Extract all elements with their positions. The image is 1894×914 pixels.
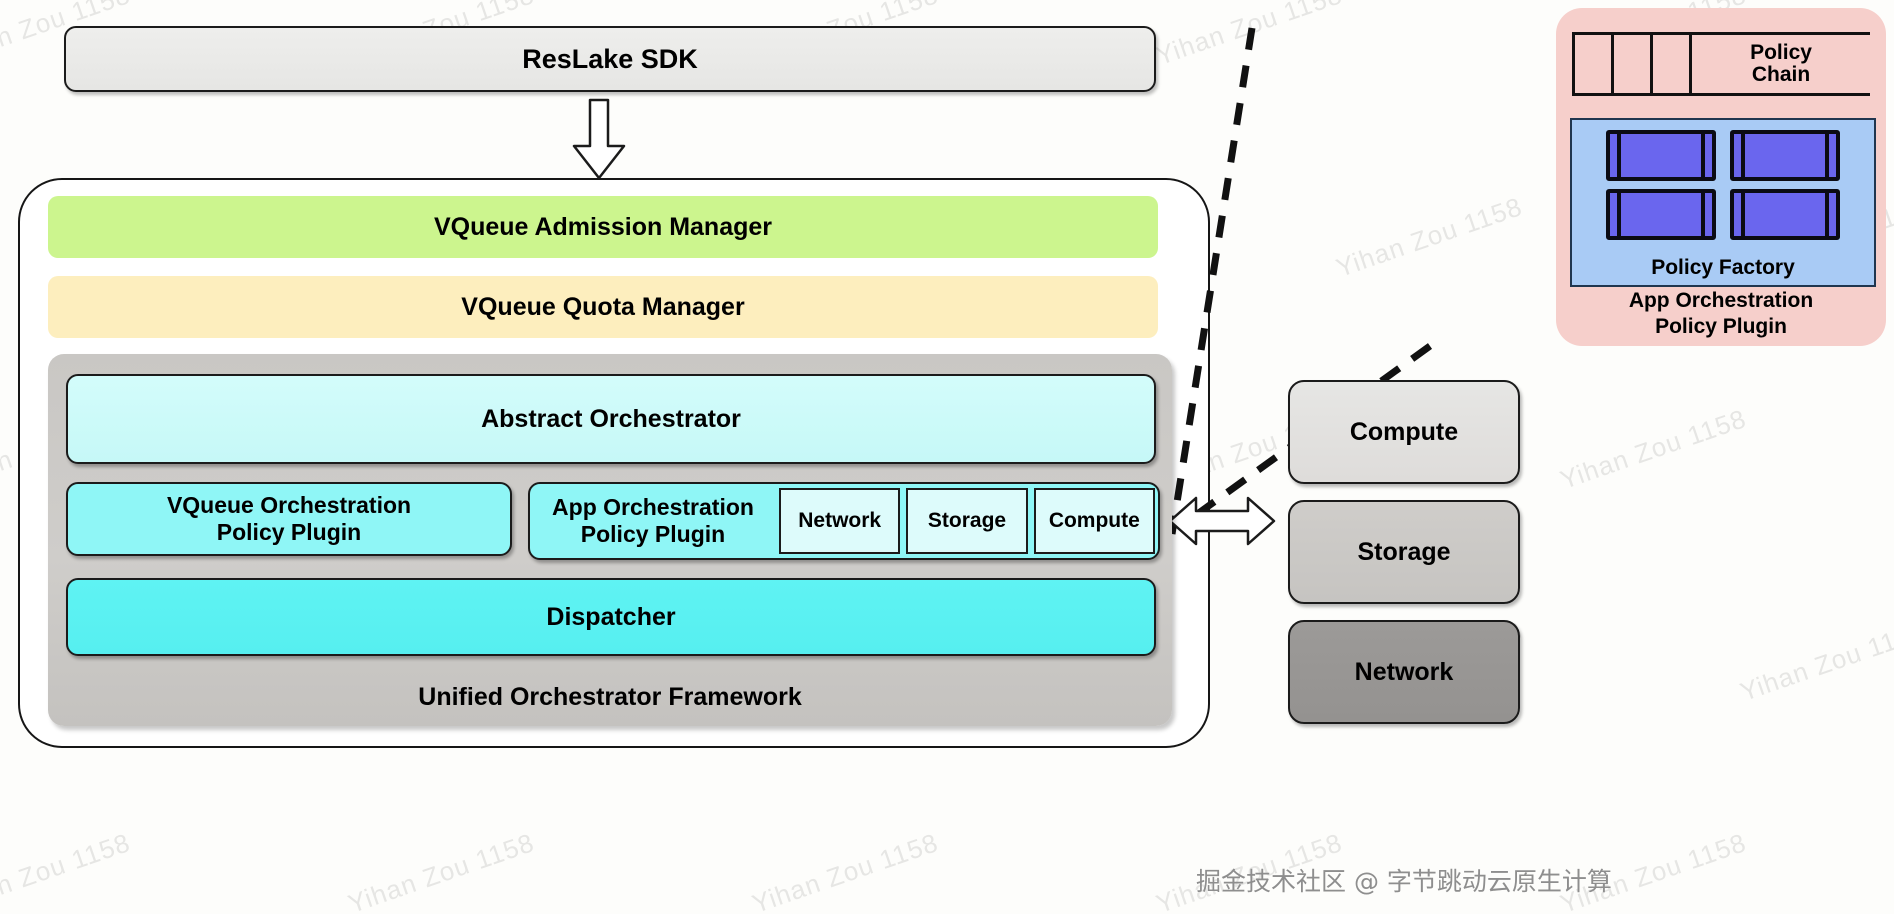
callout-caption-line2: Policy Plugin bbox=[1655, 314, 1787, 338]
app-plugin-line1: App Orchestration bbox=[552, 493, 754, 520]
downward-block-arrow-icon bbox=[572, 98, 626, 180]
policy-factory-block-grid bbox=[1572, 130, 1874, 240]
resource-label-storage: Storage bbox=[1357, 537, 1451, 566]
vqueue-quota-manager-label: VQueue Quota Manager bbox=[461, 292, 745, 321]
unified-orchestrator-framework-label: Unified Orchestrator Framework bbox=[418, 683, 802, 711]
watermark-tile: Yihan Zou 1158 bbox=[344, 827, 539, 914]
dispatcher-box: Dispatcher bbox=[66, 578, 1156, 656]
policy-block-4 bbox=[1730, 189, 1840, 240]
vqueue-orchestration-policy-plugin-box: VQueue Orchestration Policy Plugin bbox=[66, 482, 512, 556]
policy-factory-label: Policy Factory bbox=[1651, 256, 1795, 279]
watermark-tile: Yihan Zou 1158 bbox=[748, 827, 943, 914]
app-plugin-line2: Policy Plugin bbox=[580, 521, 726, 547]
dispatcher-label: Dispatcher bbox=[546, 602, 676, 631]
watermark-tile: Yihan Zou 1158 bbox=[1152, 0, 1347, 71]
policy-chain-line1: Policy bbox=[1750, 40, 1812, 64]
policy-block-2 bbox=[1730, 130, 1840, 181]
abstract-orchestrator-box: Abstract Orchestrator bbox=[66, 374, 1156, 464]
vqueue-plugin-line2: Policy Plugin bbox=[216, 519, 362, 545]
callout-caption-line1: App Orchestration bbox=[1628, 289, 1814, 312]
abstract-orchestrator-label: Abstract Orchestrator bbox=[481, 404, 741, 433]
callout-caption: App Orchestration Policy Plugin bbox=[1556, 288, 1886, 339]
policy-chain-cell-1 bbox=[1572, 35, 1614, 93]
resource-label-compute: Compute bbox=[1349, 417, 1459, 446]
watermark-tile: Yihan Zou 1158 bbox=[1332, 191, 1527, 283]
vqueue-admission-manager-label: VQueue Admission Manager bbox=[433, 212, 773, 241]
resource-box-storage: Storage bbox=[1288, 500, 1520, 604]
plugin-cell-compute: Compute bbox=[1033, 488, 1155, 554]
vqueue-orchestration-policy-plugin-label: VQueue Orchestration Policy Plugin bbox=[167, 492, 411, 546]
policy-block-3 bbox=[1606, 189, 1716, 240]
policy-block-1 bbox=[1606, 130, 1716, 181]
policy-factory-box: Policy Factory bbox=[1570, 118, 1876, 287]
app-orchestration-policy-plugin-callout: Policy Chain Policy Factory App Orchestr… bbox=[1556, 8, 1886, 346]
watermark-tile: Yihan Zou 1158 bbox=[1556, 403, 1751, 495]
policy-chain-cell-3 bbox=[1653, 35, 1692, 93]
policy-chain-line2: Chain bbox=[1751, 63, 1811, 86]
reslake-sdk-box: ResLake SDK bbox=[64, 26, 1156, 92]
plugin-cell-network: Network bbox=[779, 488, 901, 554]
policy-chain-cell-2 bbox=[1614, 35, 1653, 93]
resource-label-network: Network bbox=[1354, 657, 1454, 686]
watermark-tile: Yihan Zou 1158 bbox=[1736, 615, 1894, 707]
vqueue-admission-manager-box: VQueue Admission Manager bbox=[48, 196, 1158, 258]
bidirectional-arrow-icon bbox=[1168, 496, 1276, 546]
resource-box-network: Network bbox=[1288, 620, 1520, 724]
footer-watermark: 掘金技术社区 @ 字节跳动云原生计算 bbox=[1196, 867, 1612, 896]
policy-chain-strip: Policy Chain bbox=[1572, 32, 1870, 96]
vqueue-quota-manager-box: VQueue Quota Manager bbox=[48, 276, 1158, 338]
reslake-sdk-label: ResLake SDK bbox=[522, 43, 698, 74]
resource-box-compute: Compute bbox=[1288, 380, 1520, 484]
app-orchestration-policy-plugin-label: App Orchestration Policy Plugin bbox=[530, 484, 776, 558]
vqueue-plugin-line1: VQueue Orchestration bbox=[166, 491, 412, 518]
plugin-cell-storage: Storage bbox=[906, 488, 1028, 554]
app-orchestration-policy-plugin-box: App Orchestration Policy Plugin Network … bbox=[528, 482, 1160, 560]
policy-chain-label: Policy Chain bbox=[1692, 35, 1870, 93]
watermark-tile: Yihan Zou 1158 bbox=[0, 827, 135, 914]
